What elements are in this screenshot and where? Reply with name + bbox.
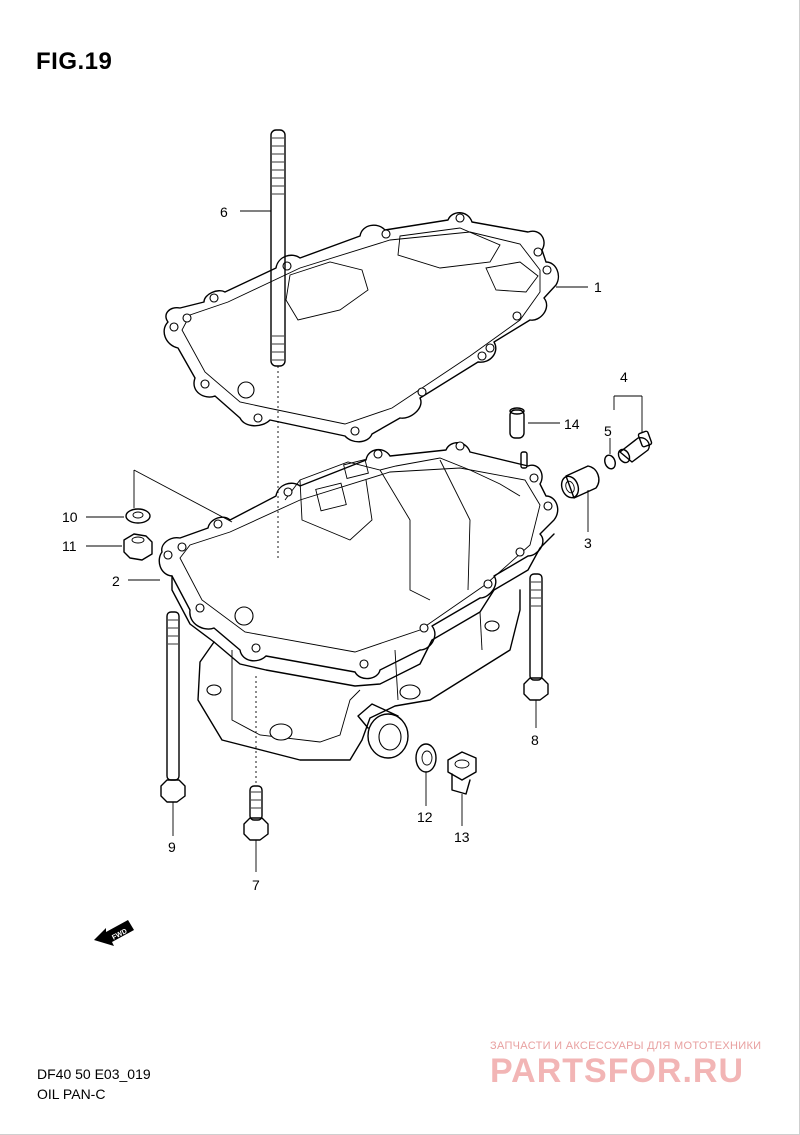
sleeve-part (560, 465, 600, 499)
drain-gasket-part (415, 743, 437, 773)
watermark-tagline: ЗАПЧАСТИ И АКСЕССУАРЫ ДЛЯ МОТОТЕХНИКИ (490, 1040, 762, 1052)
callout-10: 10 (62, 509, 78, 525)
callout-14: 14 (564, 416, 580, 432)
callout-12: 12 (417, 809, 433, 825)
o-ring-part (604, 454, 616, 470)
dowel-pin-part (509, 407, 525, 439)
nut-part (123, 533, 153, 561)
washer-part (125, 508, 151, 524)
gasket-part (163, 212, 560, 443)
figure-title: FIG.19 (36, 48, 113, 75)
bolt-9-part (160, 611, 186, 803)
callout-5: 5 (604, 423, 612, 439)
callout-9: 9 (168, 839, 176, 855)
leader-lines (86, 210, 643, 872)
drain-plug-part (447, 751, 477, 795)
bolt-8-part (523, 573, 549, 701)
watermark-logo: PARTSFOR.RU (490, 1052, 745, 1090)
callout-11: 11 (62, 538, 77, 554)
callout-4: 4 (620, 369, 628, 385)
oil-pan-part (158, 441, 559, 761)
stud-part (270, 129, 286, 367)
callout-6: 6 (220, 204, 228, 220)
fwd-arrow-icon: FWD (94, 920, 134, 946)
sensor-part (617, 430, 653, 464)
callout-1: 1 (594, 279, 602, 295)
callout-13: 13 (454, 829, 470, 845)
bolt-7-part (243, 785, 269, 841)
callout-3: 3 (584, 535, 592, 551)
callout-7: 7 (252, 877, 260, 893)
figure-code: DF40 50 E03_019 (37, 1066, 151, 1082)
figure-name: OIL PAN-C (37, 1086, 106, 1102)
callout-2: 2 (112, 573, 120, 589)
callout-8: 8 (531, 732, 539, 748)
